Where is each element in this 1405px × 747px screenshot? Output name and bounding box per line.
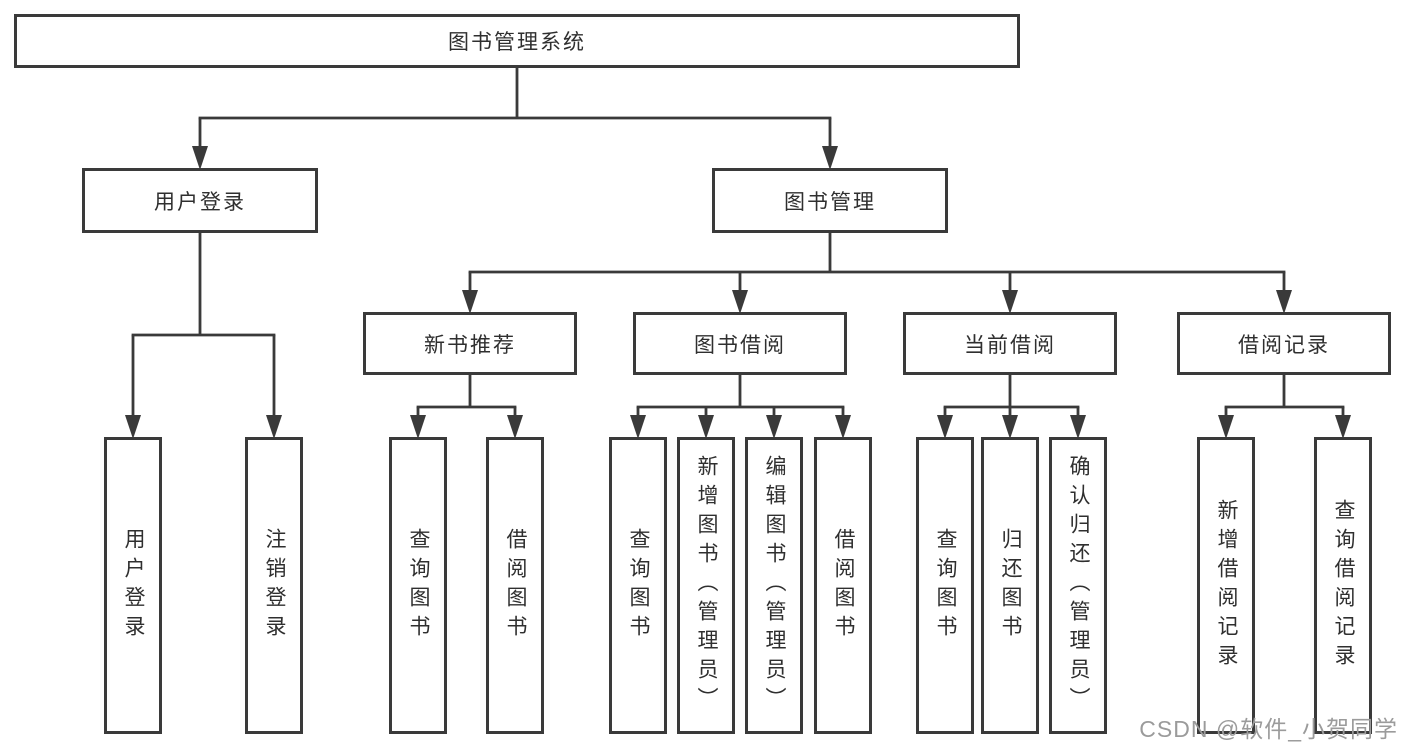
arrowhead-icon <box>1335 415 1351 439</box>
node-label-curborrow: 当前借阅 <box>964 333 1056 357</box>
arrowhead-icon <box>937 415 953 439</box>
arrowhead-icon <box>1276 290 1292 314</box>
arrowhead-icon <box>1002 290 1018 314</box>
arrowhead-icon <box>766 415 782 439</box>
node-leaf-borrow-book-1: 借阅图书 <box>486 437 544 734</box>
arrowhead-icon <box>1002 415 1018 439</box>
node-label-leaf-logout: 注销登录 <box>263 527 287 644</box>
node-leaf-user-login: 用户登录 <box>104 437 162 734</box>
node-leaf-confirm-return: 确认归还（管理员） <box>1049 437 1107 734</box>
node-login: 用户登录 <box>82 168 318 233</box>
node-label-leaf-query-book-3: 查询图书 <box>934 527 958 644</box>
arrowhead-icon <box>822 146 838 170</box>
node-mgmt: 图书管理 <box>712 168 948 233</box>
node-label-leaf-query-book-2: 查询图书 <box>627 527 651 644</box>
node-leaf-add-record: 新增借阅记录 <box>1197 437 1255 734</box>
node-label-login: 用户登录 <box>154 190 246 214</box>
arrowhead-icon <box>1070 415 1086 439</box>
node-label-bookborrow: 图书借阅 <box>694 333 786 357</box>
node-leaf-logout: 注销登录 <box>245 437 303 734</box>
arrowhead-icon <box>698 415 714 439</box>
node-label-leaf-query-book-1: 查询图书 <box>407 527 431 644</box>
node-leaf-add-book: 新增图书（管理员） <box>677 437 735 734</box>
node-leaf-query-record: 查询借阅记录 <box>1314 437 1372 734</box>
arrowhead-icon <box>125 415 141 439</box>
node-bookborrow: 图书借阅 <box>633 312 847 375</box>
node-label-root: 图书管理系统 <box>448 31 586 54</box>
node-label-newrec: 新书推荐 <box>424 333 516 357</box>
arrowhead-icon <box>192 146 208 170</box>
node-leaf-query-book-3: 查询图书 <box>916 437 974 734</box>
node-borrowlog: 借阅记录 <box>1177 312 1391 375</box>
node-label-leaf-query-record: 查询借阅记录 <box>1332 498 1356 673</box>
node-label-borrowlog: 借阅记录 <box>1238 333 1330 357</box>
node-label-leaf-borrow-book-1: 借阅图书 <box>504 527 528 644</box>
node-leaf-query-book-1: 查询图书 <box>389 437 447 734</box>
arrowhead-icon <box>1218 415 1234 439</box>
arrowhead-icon <box>732 290 748 314</box>
node-label-leaf-return-book: 归还图书 <box>999 527 1023 644</box>
arrowhead-icon <box>507 415 523 439</box>
node-label-leaf-edit-book: 编辑图书（管理员） <box>763 455 787 716</box>
node-label-leaf-user-login: 用户登录 <box>122 527 146 644</box>
node-label-leaf-confirm-return: 确认归还（管理员） <box>1067 455 1091 716</box>
node-newrec: 新书推荐 <box>363 312 577 375</box>
arrowhead-icon <box>266 415 282 439</box>
node-label-mgmt: 图书管理 <box>784 190 876 214</box>
node-leaf-query-book-2: 查询图书 <box>609 437 667 734</box>
node-curborrow: 当前借阅 <box>903 312 1117 375</box>
arrowhead-icon <box>835 415 851 439</box>
node-label-leaf-add-record: 新增借阅记录 <box>1215 498 1239 673</box>
node-label-leaf-add-book: 新增图书（管理员） <box>695 455 719 716</box>
arrowhead-icon <box>630 415 646 439</box>
arrowhead-icon <box>462 290 478 314</box>
node-leaf-borrow-book-2: 借阅图书 <box>814 437 872 734</box>
arrowhead-icon <box>410 415 426 439</box>
node-leaf-return-book: 归还图书 <box>981 437 1039 734</box>
node-leaf-edit-book: 编辑图书（管理员） <box>745 437 803 734</box>
watermark: CSDN @软件_小贺同学 <box>1139 716 1398 742</box>
node-label-leaf-borrow-book-2: 借阅图书 <box>832 527 856 644</box>
node-root: 图书管理系统 <box>14 14 1020 68</box>
